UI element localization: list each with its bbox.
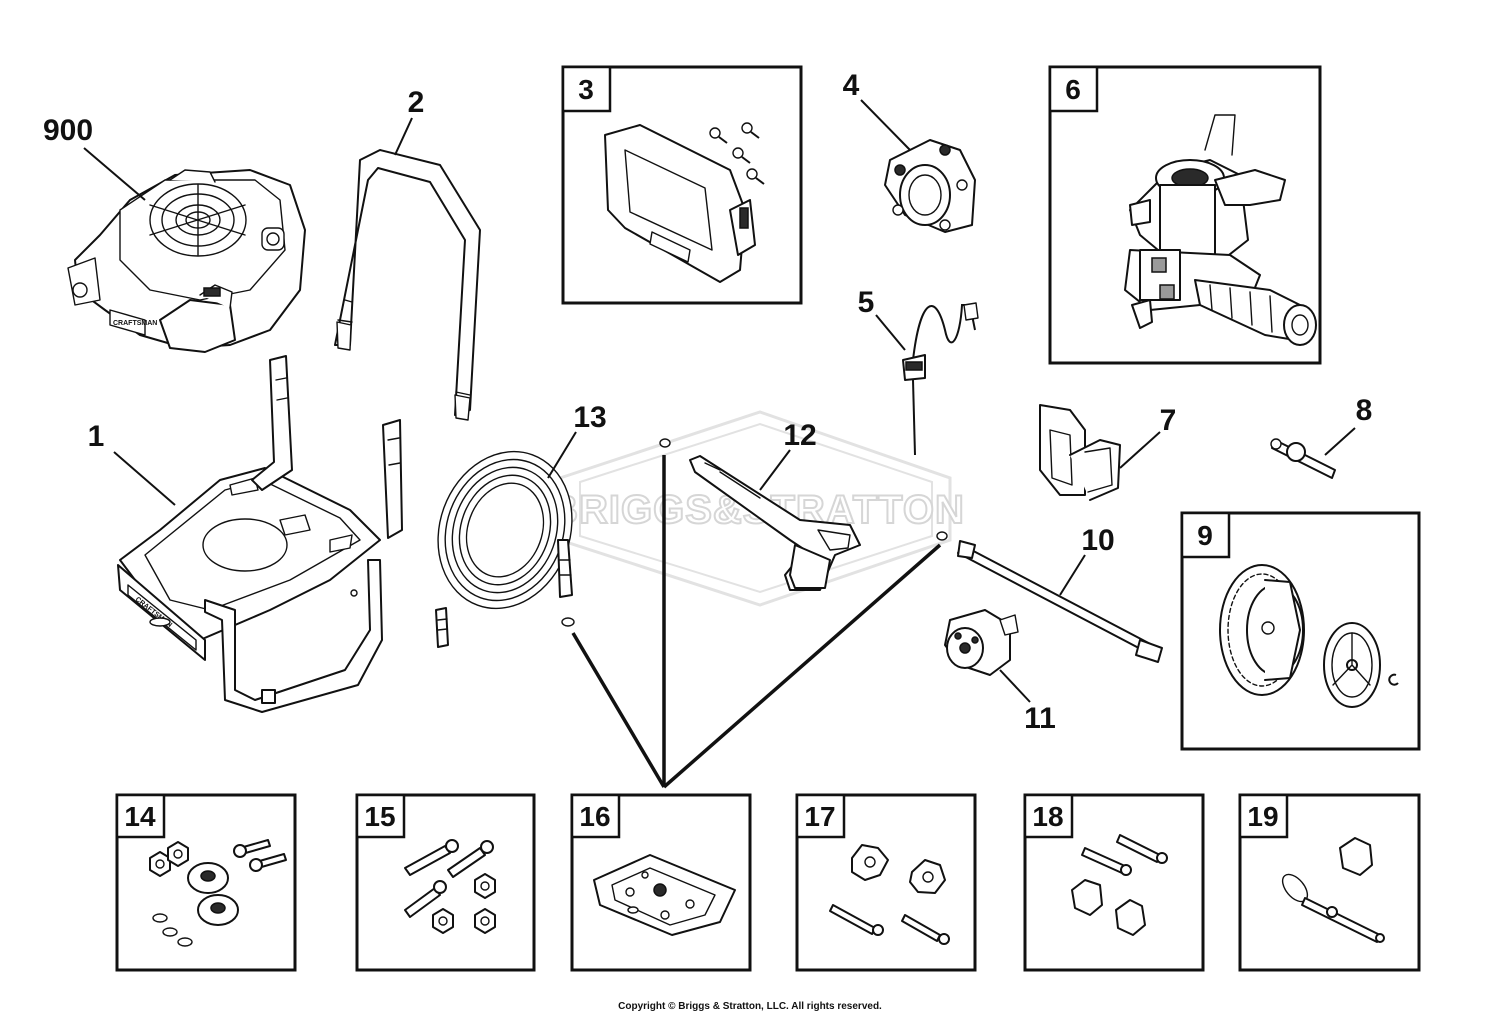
- box-16[interactable]: [570, 793, 752, 972]
- part-17-knobs: [829, 844, 950, 945]
- part-12-gun[interactable]: [659, 438, 861, 591]
- callout-4: 4: [843, 69, 860, 102]
- leader-12: [759, 449, 791, 491]
- leader-5: [875, 314, 906, 351]
- leader-13: [547, 431, 577, 479]
- part-6-pump: [1124, 114, 1317, 346]
- leader-11: [999, 669, 1031, 703]
- leader-2: [394, 117, 413, 156]
- box-16-label: 16: [579, 801, 610, 832]
- callout-12: 12: [783, 419, 816, 452]
- box-9-label: 9: [1197, 520, 1213, 551]
- box-9[interactable]: [1180, 511, 1421, 751]
- part-10-wand[interactable]: [936, 531, 1163, 663]
- box-3-label: 3: [578, 74, 594, 105]
- box-6-tag: [1048, 65, 1099, 113]
- box-17-label: 17: [804, 801, 835, 832]
- leader-1: [113, 451, 176, 506]
- part-14-kit: [149, 839, 287, 947]
- box-14-label: 14: [124, 801, 156, 832]
- box-19-tag: [1238, 793, 1289, 839]
- box-15[interactable]: [355, 793, 536, 972]
- box-6[interactable]: [1048, 65, 1322, 365]
- callout-1: 1: [88, 420, 105, 453]
- part-9-wheel: [1219, 564, 1399, 708]
- leader-4: [860, 99, 911, 151]
- callout-2: 2: [408, 86, 425, 119]
- part-13-hose[interactable]: [417, 433, 594, 648]
- part-5-sensor[interactable]: [902, 302, 979, 456]
- box-17-tag: [795, 793, 846, 839]
- box-3-tag: [561, 65, 612, 113]
- engine-brand-label: CRAFTSMAN: [113, 320, 157, 327]
- box-19-label: 19: [1247, 801, 1278, 832]
- callout-10: 10: [1081, 524, 1114, 557]
- box-17[interactable]: [795, 793, 977, 972]
- callout-7: 8: [1356, 394, 1373, 427]
- box-16-tag: [570, 793, 621, 839]
- box-14[interactable]: [115, 793, 297, 972]
- part-18-fasteners: [1071, 834, 1168, 936]
- box-3[interactable]: [561, 65, 803, 305]
- part-900-engine[interactable]: CRAFTSMAN: [67, 169, 306, 353]
- leader-900: [83, 147, 146, 201]
- callout-13: 13: [573, 401, 606, 434]
- part-19-pin: [1281, 837, 1385, 943]
- leader-10: [1059, 554, 1086, 596]
- pointer-lines-16: [571, 455, 942, 789]
- callout-8: 7: [1160, 404, 1177, 437]
- part-11-nozzle[interactable]: [944, 609, 1019, 676]
- box-14-tag: [115, 793, 166, 839]
- box-15-tag: [355, 793, 406, 839]
- callout-11: 11: [1024, 702, 1056, 735]
- part-2-handle[interactable]: [334, 149, 481, 421]
- leader-7: [1324, 427, 1356, 456]
- box-9-tag: [1180, 511, 1231, 559]
- box-18[interactable]: [1023, 793, 1205, 972]
- callout-5: 5: [858, 286, 875, 319]
- box-19[interactable]: [1238, 793, 1421, 972]
- part-8-holder[interactable]: [1039, 404, 1121, 501]
- callout-900: 900: [43, 114, 93, 147]
- part-15-bolts: [404, 839, 496, 934]
- part-1-frame[interactable]: CRAFTSMAN: [117, 355, 403, 713]
- copyright-notice: Copyright © Briggs & Stratton, LLC. All …: [618, 1001, 882, 1012]
- part-4-flange[interactable]: [884, 139, 976, 233]
- part-3-panel: [604, 122, 765, 283]
- box-18-tag: [1023, 793, 1074, 839]
- box-18-label: 18: [1032, 801, 1063, 832]
- part-7-pin[interactable]: [1270, 438, 1336, 479]
- box-15-label: 15: [364, 801, 395, 832]
- box-6-label: 6: [1065, 74, 1081, 105]
- part-16-plate: [593, 854, 736, 936]
- leader-8: [1119, 431, 1161, 469]
